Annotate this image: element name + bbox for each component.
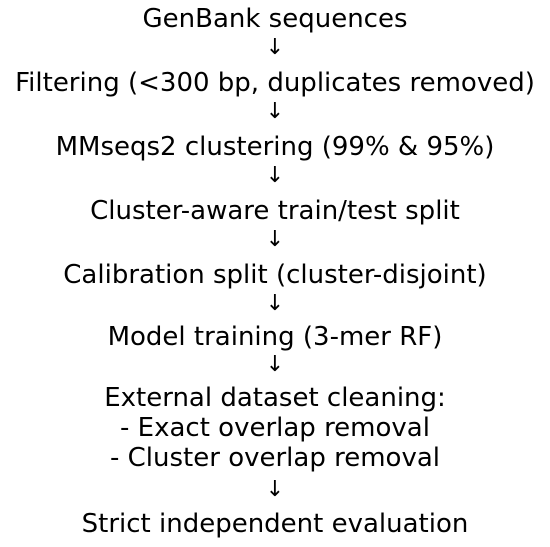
step-external-dataset-cleaning: External dataset cleaning: - Exact overl… <box>0 383 550 473</box>
down-arrow-icon: ↓ <box>265 477 285 502</box>
down-arrow-icon: ↓ <box>265 99 285 124</box>
step-genbank-sequences: GenBank sequences <box>142 4 408 34</box>
step-calibration-split: Calibration split (cluster-disjoint) <box>63 260 487 290</box>
step-external-dataset-cleaning-title: External dataset cleaning: <box>104 383 446 413</box>
down-arrow-icon: ↓ <box>265 227 285 252</box>
down-arrow-icon: ↓ <box>265 35 285 60</box>
step-cluster-aware-split: Cluster-aware train/test split <box>90 196 460 226</box>
down-arrow-icon: ↓ <box>265 291 285 316</box>
step-cluster-overlap-removal: - Cluster overlap removal <box>110 443 440 473</box>
down-arrow-icon: ↓ <box>265 352 285 377</box>
step-filtering: Filtering (<300 bp, duplicates removed) <box>15 68 535 98</box>
step-model-training: Model training (3-mer RF) <box>107 322 443 352</box>
step-mmseqs2-clustering: MMseqs2 clustering (99% & 95%) <box>55 132 495 162</box>
step-exact-overlap-removal: - Exact overlap removal <box>120 413 430 443</box>
down-arrow-icon: ↓ <box>265 163 285 188</box>
step-strict-independent-evaluation: Strict independent evaluation <box>81 509 469 539</box>
